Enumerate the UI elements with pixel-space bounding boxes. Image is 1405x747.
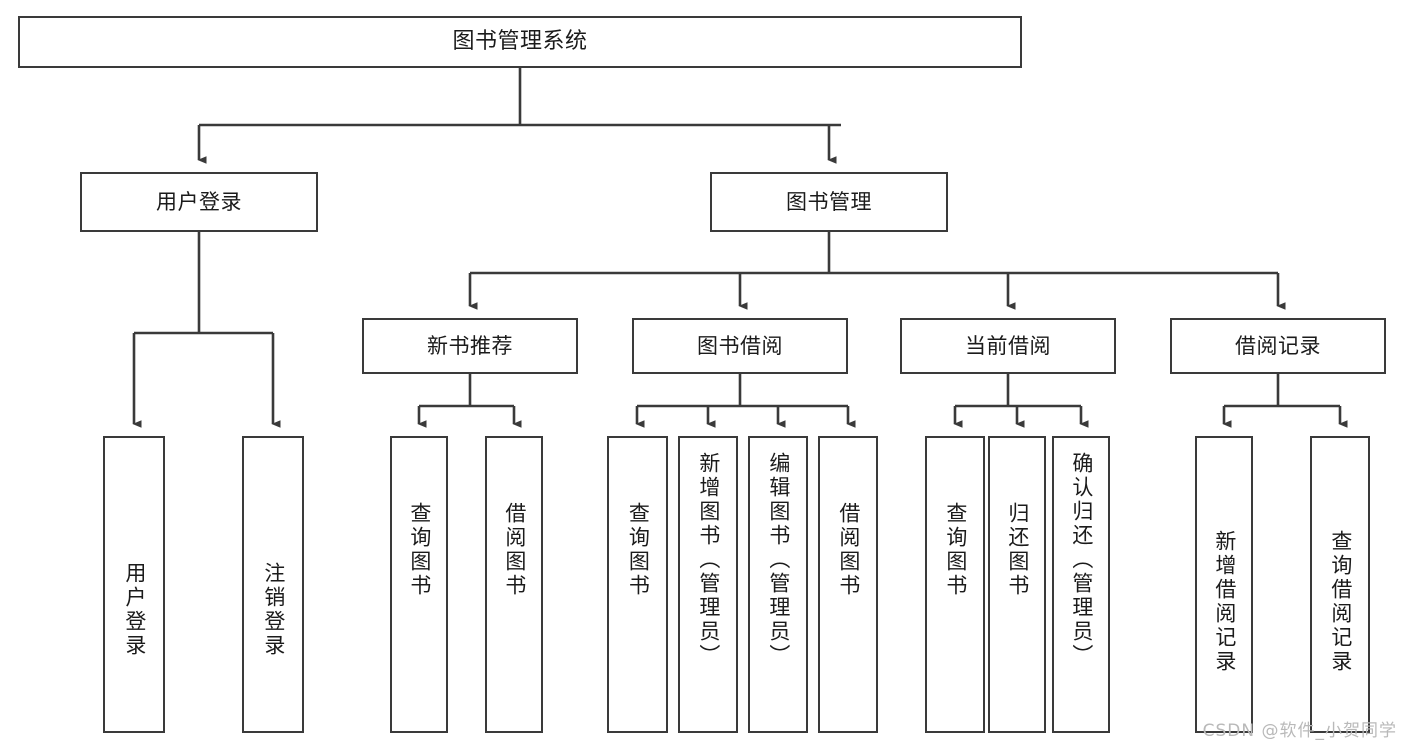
leaf-borrow-book-label: 借阅图书 xyxy=(836,502,861,598)
leaf-add-borrow-record[interactable]: 新增借阅记录 xyxy=(1195,436,1253,733)
leaf-query-book-current[interactable]: 查询图书 xyxy=(925,436,985,733)
node-book-management[interactable]: 图书管理 xyxy=(710,172,948,232)
node-borrow-record[interactable]: 借阅记录 xyxy=(1170,318,1386,374)
leaf-return-book-label: 归还图书 xyxy=(1005,502,1030,598)
node-root-label: 图书管理系统 xyxy=(452,29,588,55)
leaf-user-login[interactable]: 用户登录 xyxy=(103,436,165,733)
leaf-edit-book-admin[interactable]: 编辑图书（管理员） xyxy=(748,436,808,733)
leaf-logout-label: 注销登录 xyxy=(261,562,286,658)
node-user-login-label: 用户登录 xyxy=(156,189,242,214)
leaf-return-book[interactable]: 归还图书 xyxy=(988,436,1046,733)
node-current-borrow[interactable]: 当前借阅 xyxy=(900,318,1116,374)
node-user-login[interactable]: 用户登录 xyxy=(80,172,318,232)
node-book-management-label: 图书管理 xyxy=(786,189,872,214)
leaf-borrow-book-recommend-label: 借阅图书 xyxy=(502,502,527,598)
leaf-user-login-label: 用户登录 xyxy=(122,562,147,658)
node-current-borrow-label: 当前借阅 xyxy=(965,333,1051,358)
leaf-add-borrow-record-label: 新增借阅记录 xyxy=(1212,530,1237,674)
leaf-add-book-admin[interactable]: 新增图书（管理员） xyxy=(678,436,738,733)
node-borrow-record-label: 借阅记录 xyxy=(1235,333,1321,358)
leaf-query-borrow-record-label: 查询借阅记录 xyxy=(1328,530,1353,674)
node-book-borrow[interactable]: 图书借阅 xyxy=(632,318,848,374)
leaf-query-book-recommend[interactable]: 查询图书 xyxy=(390,436,448,733)
leaf-confirm-return-admin-label: 确认归还（管理员） xyxy=(1069,452,1094,668)
node-new-book-recommend-label: 新书推荐 xyxy=(427,333,513,358)
leaf-query-borrow-record[interactable]: 查询借阅记录 xyxy=(1310,436,1370,733)
node-book-borrow-label: 图书借阅 xyxy=(697,333,783,358)
leaf-add-book-admin-label: 新增图书（管理员） xyxy=(696,452,721,668)
node-new-book-recommend[interactable]: 新书推荐 xyxy=(362,318,578,374)
node-root[interactable]: 图书管理系统 xyxy=(18,16,1022,68)
leaf-borrow-book-recommend[interactable]: 借阅图书 xyxy=(485,436,543,733)
leaf-borrow-book[interactable]: 借阅图书 xyxy=(818,436,878,733)
leaf-confirm-return-admin[interactable]: 确认归还（管理员） xyxy=(1052,436,1110,733)
leaf-query-book-current-label: 查询图书 xyxy=(943,502,968,598)
leaf-query-book-borrow[interactable]: 查询图书 xyxy=(607,436,668,733)
csdn-watermark: CSDN @软件_小贺同学 xyxy=(1202,721,1397,741)
leaf-query-book-recommend-label: 查询图书 xyxy=(407,502,432,598)
leaf-query-book-borrow-label: 查询图书 xyxy=(626,502,651,598)
leaf-edit-book-admin-label: 编辑图书（管理员） xyxy=(766,452,791,668)
leaf-logout[interactable]: 注销登录 xyxy=(242,436,304,733)
